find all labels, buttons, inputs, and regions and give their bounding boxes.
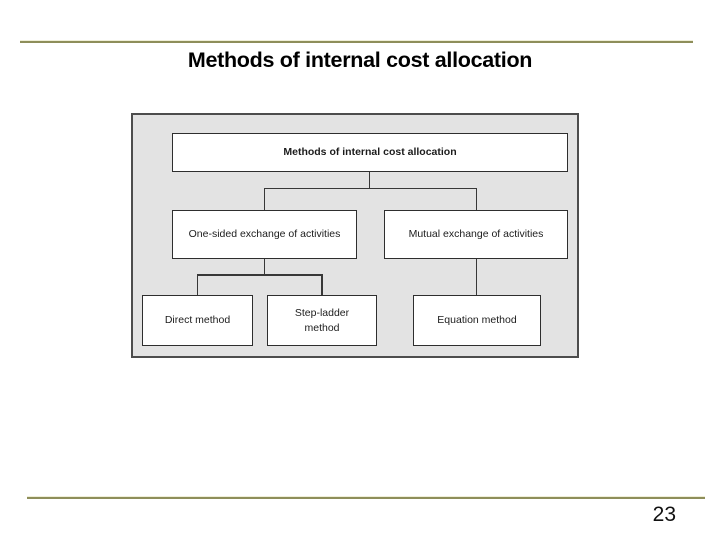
connector-level3-rail — [197, 274, 323, 276]
diagram-node-equation-method: Equation method — [413, 295, 541, 346]
slide-title: Methods of internal cost allocation — [187, 48, 533, 72]
top-divider-line — [20, 40, 693, 43]
diagram-node-direct-method: Direct method — [142, 295, 253, 346]
diagram-node-root: Methods of internal cost allocation — [172, 133, 568, 172]
connector-one-sided-stub — [264, 259, 265, 275]
connector-drop-direct — [197, 274, 198, 295]
diagram-node-one-sided-exchange: One-sided exchange of activities — [172, 210, 357, 259]
diagram-node-one-sided-label: One-sided exchange of activities — [188, 228, 341, 240]
connector-root-stub — [369, 172, 370, 188]
connector-level2-rail — [264, 188, 477, 189]
connector-drop-mutual — [476, 188, 477, 210]
diagram-node-step-ladder-label: Step-ladder method — [294, 306, 350, 334]
connector-drop-one-sided — [264, 188, 265, 210]
diagram-node-root-label: Methods of internal cost allocation — [283, 146, 457, 158]
connector-drop-step-ladder — [321, 274, 323, 295]
connector-mutual-to-equation — [476, 259, 477, 295]
diagram-node-mutual-label: Mutual exchange of activities — [408, 228, 544, 240]
bottom-divider-line — [27, 496, 705, 499]
diagram-node-mutual-exchange: Mutual exchange of activities — [384, 210, 568, 259]
diagram-node-equation-label: Equation method — [437, 314, 517, 326]
diagram-node-step-ladder-method: Step-ladder method — [267, 295, 377, 346]
diagram-node-direct-label: Direct method — [164, 314, 231, 326]
cost-allocation-diagram: Methods of internal cost allocation One-… — [131, 113, 579, 358]
page-number: 23 — [652, 503, 676, 526]
